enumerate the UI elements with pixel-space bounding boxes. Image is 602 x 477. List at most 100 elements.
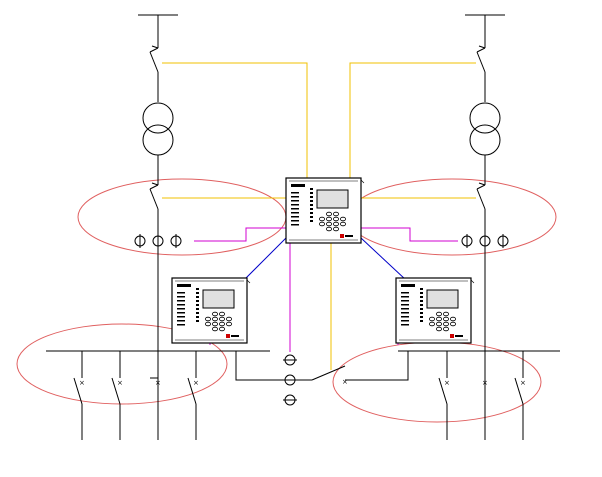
right-measurement-zone-ellipse bbox=[347, 178, 557, 256]
label-strip bbox=[401, 304, 409, 306]
keypad-button bbox=[435, 311, 442, 317]
circuit-breaker-icon bbox=[476, 182, 486, 210]
nameplate bbox=[401, 284, 415, 287]
keypad-button bbox=[318, 221, 325, 227]
label-strip bbox=[177, 300, 185, 302]
current-transformer-icon bbox=[134, 234, 182, 248]
status-led bbox=[420, 288, 423, 290]
status-led bbox=[310, 216, 313, 218]
status-led bbox=[196, 296, 199, 298]
keypad-button bbox=[339, 221, 346, 227]
current-transformer-icon bbox=[461, 234, 509, 248]
svg-text:×: × bbox=[444, 379, 450, 387]
left-relay bbox=[171, 277, 251, 344]
keypad-button bbox=[318, 216, 325, 222]
comm-link-left bbox=[243, 237, 287, 281]
circuit-breaker-icon bbox=[149, 182, 159, 210]
communication-links bbox=[243, 237, 407, 281]
svg-text:×: × bbox=[342, 378, 348, 386]
keypad-button bbox=[449, 316, 456, 322]
svg-text:×: × bbox=[155, 379, 161, 387]
status-led bbox=[196, 304, 199, 306]
comm-link-right bbox=[360, 237, 407, 281]
status-led bbox=[196, 288, 199, 290]
svg-text:×: × bbox=[79, 379, 85, 387]
left-feeders: × × × × bbox=[73, 351, 199, 440]
label-strip bbox=[177, 316, 185, 318]
current-transformer-icon bbox=[283, 354, 297, 406]
svg-text:×: × bbox=[193, 379, 199, 387]
two-winding-transformer-icon bbox=[142, 102, 174, 156]
label-strip bbox=[291, 212, 299, 214]
status-led bbox=[420, 296, 423, 298]
label-strip bbox=[177, 296, 185, 298]
status-led bbox=[196, 300, 199, 302]
label-strip bbox=[401, 312, 409, 314]
grouping-ellipses bbox=[16, 178, 557, 423]
nameplate bbox=[291, 184, 305, 187]
status-led bbox=[196, 292, 199, 294]
status-led bbox=[310, 208, 313, 210]
status-led bbox=[420, 312, 423, 314]
status-led bbox=[310, 196, 313, 198]
label-strip bbox=[177, 312, 185, 314]
keypad-button bbox=[225, 316, 232, 322]
label-strip bbox=[291, 200, 299, 202]
label-strip bbox=[177, 308, 185, 310]
status-led bbox=[420, 320, 423, 322]
keypad-button bbox=[218, 321, 225, 327]
status-led bbox=[420, 308, 423, 310]
right-ct-wire bbox=[361, 227, 458, 242]
status-led bbox=[196, 320, 199, 322]
brand-mark bbox=[345, 235, 353, 237]
circuit-breaker-icon bbox=[149, 45, 159, 73]
power-circuit: × × × × × × × × bbox=[46, 14, 560, 440]
svg-text:×: × bbox=[117, 379, 123, 387]
keypad-button bbox=[204, 321, 211, 327]
label-strip bbox=[401, 292, 409, 294]
label-strip bbox=[291, 216, 299, 218]
keypad-button bbox=[332, 226, 339, 232]
keypad-button bbox=[325, 216, 332, 222]
left-feeder-zone-ellipse bbox=[16, 323, 228, 405]
right-feeders: × × × bbox=[438, 351, 526, 440]
keypad-button bbox=[218, 326, 225, 332]
brand-logo-icon bbox=[450, 334, 454, 338]
keypad-button bbox=[325, 226, 332, 232]
keypad-button bbox=[218, 311, 225, 317]
keypad-button bbox=[449, 321, 456, 327]
keypad-button bbox=[211, 311, 218, 317]
keypad-button bbox=[442, 326, 449, 332]
brand-mark bbox=[231, 335, 239, 337]
nameplate bbox=[177, 284, 191, 287]
status-led bbox=[310, 192, 313, 194]
status-led bbox=[196, 316, 199, 318]
label-strip bbox=[401, 308, 409, 310]
status-led bbox=[310, 200, 313, 202]
brand-logo-icon bbox=[226, 334, 230, 338]
central-relay bbox=[285, 177, 365, 244]
keypad-button bbox=[332, 221, 339, 227]
keypad-button bbox=[218, 316, 225, 322]
label-strip bbox=[401, 300, 409, 302]
keypad-button bbox=[332, 216, 339, 222]
label-strip bbox=[177, 304, 185, 306]
status-led bbox=[420, 300, 423, 302]
svg-text:×: × bbox=[520, 379, 526, 387]
status-led bbox=[310, 204, 313, 206]
left-measurement-zone-ellipse bbox=[77, 178, 287, 256]
keypad-button bbox=[211, 321, 218, 327]
svg-text:×: × bbox=[482, 379, 488, 387]
keypad-button bbox=[435, 321, 442, 327]
status-led bbox=[420, 292, 423, 294]
label-strip bbox=[291, 204, 299, 206]
circuit-breaker-icon bbox=[476, 45, 486, 73]
yellow-signal-wiring bbox=[162, 62, 476, 370]
label-strip bbox=[401, 320, 409, 322]
status-led bbox=[310, 220, 313, 222]
right-breaker-signal-wire bbox=[349, 62, 476, 178]
label-strip bbox=[177, 292, 185, 294]
status-led bbox=[310, 188, 313, 190]
keypad-button bbox=[325, 211, 332, 217]
